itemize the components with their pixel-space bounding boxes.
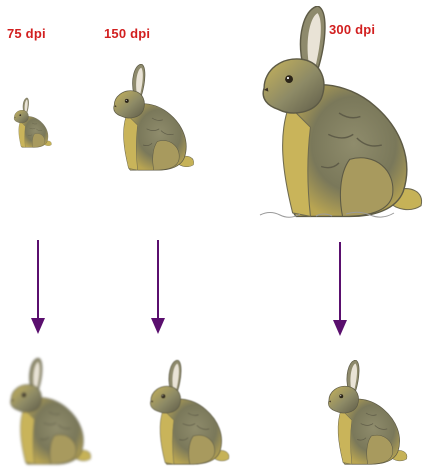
label-300-dpi: 300 dpi: [329, 22, 376, 37]
ground-sketch: [259, 211, 395, 218]
label-75-dpi: 75 dpi: [7, 26, 46, 41]
rabbit-75-dpi-original: [13, 97, 52, 148]
rabbit-300-dpi-scaled: [327, 360, 408, 465]
arrow-down-icon: [333, 242, 347, 336]
rabbit-75-dpi-scaled: [10, 358, 92, 465]
rabbit-150-dpi-original: [113, 64, 195, 171]
rabbit-150-dpi-scaled: [149, 360, 230, 465]
label-150-dpi: 150 dpi: [104, 26, 151, 41]
arrow-down-icon: [31, 240, 45, 334]
arrow-down-icon: [151, 240, 165, 334]
rabbit-300-dpi-original: [262, 6, 423, 218]
